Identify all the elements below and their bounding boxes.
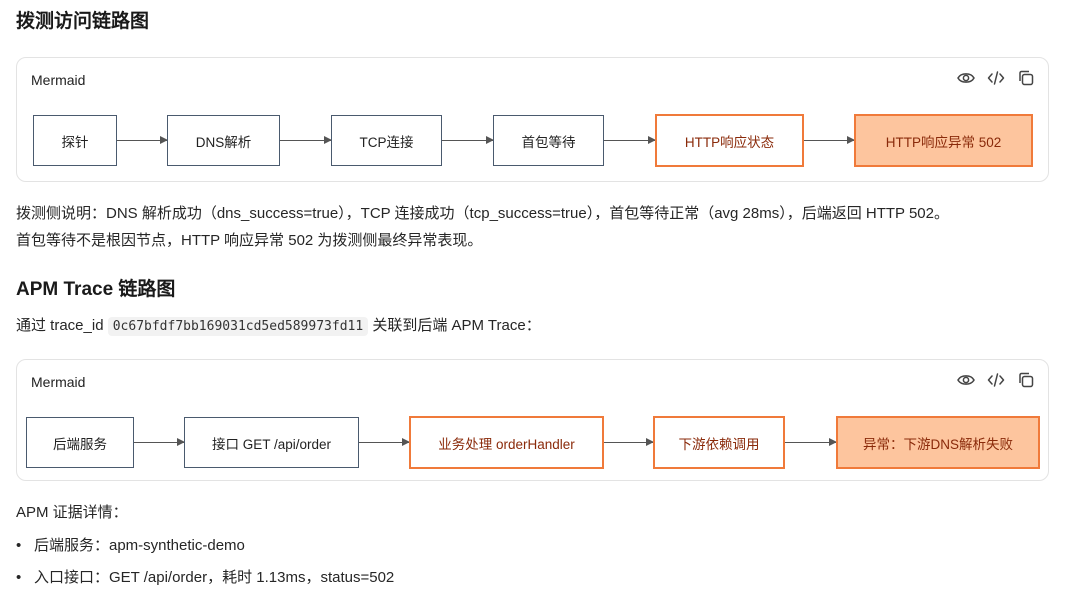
- trace-intro-suffix: 关联到后端 APM Trace：: [372, 317, 541, 334]
- eye-icon[interactable]: [956, 370, 976, 390]
- node-first-byte: 首包等待: [493, 115, 604, 166]
- mermaid-card-apm: Mermaid 后端服务 接口 GET /api/order 业务处理 orde…: [16, 359, 1049, 481]
- diagram-toolbar: [956, 370, 1036, 390]
- code-icon[interactable]: [986, 68, 1006, 88]
- trace-intro: 通过 trace_id 0c67bfdf7bb169031cd5ed589973…: [16, 313, 541, 340]
- node-api-order: 接口 GET /api/order: [184, 417, 359, 468]
- diagram-toolbar: [956, 68, 1036, 88]
- arrow: [442, 136, 494, 144]
- node-downstream-call: 下游依赖调用: [653, 416, 785, 469]
- node-dns-failure: 异常：下游DNS解析失败: [836, 416, 1040, 469]
- arrow: [280, 136, 332, 144]
- node-http-error: HTTP响应异常 502: [854, 114, 1033, 167]
- eye-icon[interactable]: [956, 68, 976, 88]
- section-title-probe: 拨测访问链路图: [16, 11, 150, 32]
- arrow: [359, 438, 410, 446]
- arrow: [804, 136, 855, 144]
- arrow: [785, 438, 837, 446]
- mermaid-label: Mermaid: [31, 374, 86, 390]
- node-http-status: HTTP响应状态: [655, 114, 804, 167]
- code-icon[interactable]: [986, 370, 1006, 390]
- evidence-title: APM 证据详情：: [16, 504, 128, 521]
- mermaid-card-probe: Mermaid 探针 DNS解析 TCP连接 首包等待 HTTP响应状态 HTT…: [16, 57, 1049, 182]
- node-probe: 探针: [33, 115, 117, 166]
- node-dns: DNS解析: [167, 115, 280, 166]
- arrow: [134, 438, 185, 446]
- trace-intro-prefix: 通过 trace_id: [16, 317, 104, 334]
- node-backend-service: 后端服务: [26, 417, 134, 468]
- arrow: [117, 136, 168, 144]
- mermaid-label: Mermaid: [31, 72, 86, 88]
- node-order-handler: 业务处理 orderHandler: [409, 416, 604, 469]
- node-tcp: TCP连接: [331, 115, 442, 166]
- arrow: [604, 438, 654, 446]
- list-item: 入口接口：GET /api/order，耗时 1.13ms，status=502: [16, 564, 394, 596]
- probe-note-line1: 拨测侧说明：DNS 解析成功（dns_success=true），TCP 连接成…: [16, 205, 949, 222]
- arrow: [604, 136, 656, 144]
- copy-icon[interactable]: [1016, 370, 1036, 390]
- probe-note-line2: 首包等待不是根因节点，HTTP 响应异常 502 为拨测侧最终异常表现。: [16, 232, 483, 249]
- evidence-list: 后端服务：apm-synthetic-demo 入口接口：GET /api/or…: [16, 532, 394, 596]
- list-item: 后端服务：apm-synthetic-demo: [16, 532, 394, 564]
- trace-id: 0c67bfdf7bb169031cd5ed589973fd11: [107, 317, 369, 336]
- copy-icon[interactable]: [1016, 68, 1036, 88]
- section-title-apm: APM Trace 链路图: [16, 279, 176, 300]
